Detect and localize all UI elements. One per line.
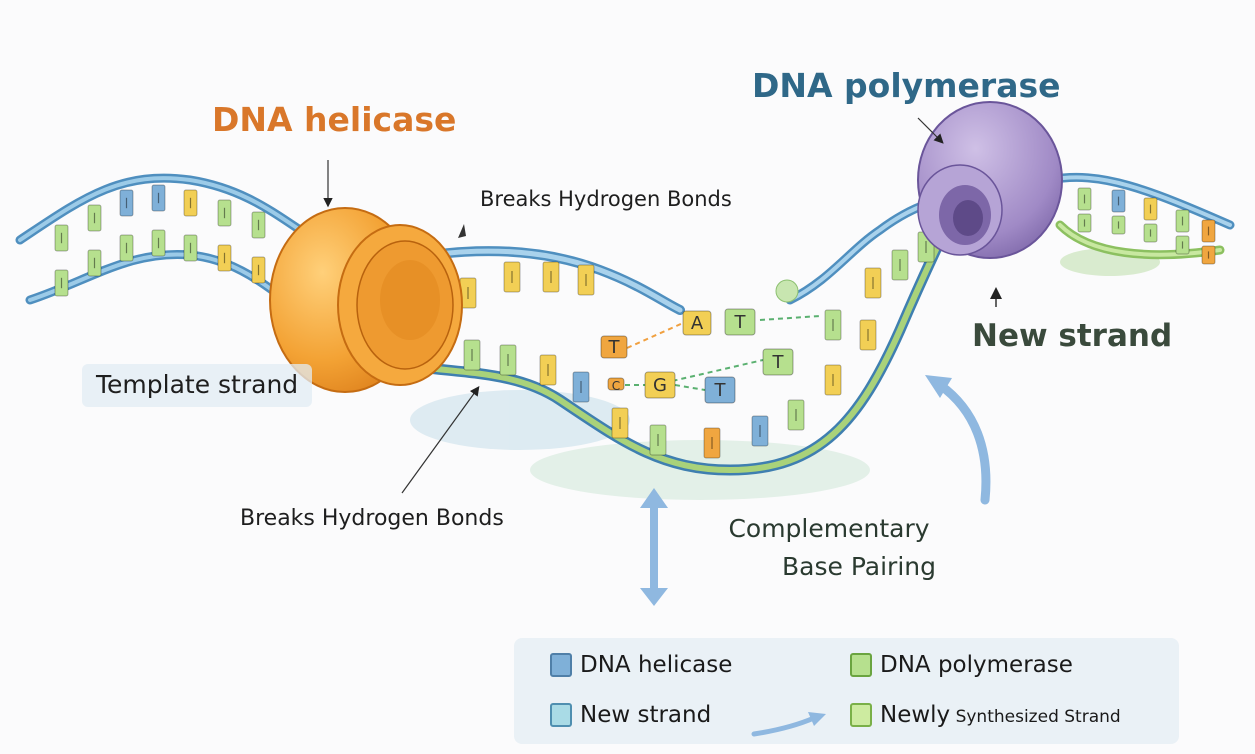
free-nucleotide-box xyxy=(762,348,794,376)
legend-label: Newly Synthesized Strand xyxy=(880,702,1121,728)
base-lower xyxy=(151,229,166,257)
base-lower xyxy=(217,244,232,272)
base-lower xyxy=(649,424,667,456)
legend-item-dna-polymerase: DNA polymerase xyxy=(850,652,1073,678)
base-lower xyxy=(87,249,102,277)
base-lower xyxy=(463,339,481,371)
base-lower xyxy=(787,399,805,431)
legend-item-dna-helicase: DNA helicase xyxy=(550,652,732,678)
breaks-bonds-bottom-pointer xyxy=(401,386,480,494)
nucleotide-letter: T xyxy=(714,380,727,401)
breaks-hydrogen-bonds-label-bottom: Breaks Hydrogen Bonds xyxy=(240,506,504,531)
base-lower xyxy=(864,267,882,299)
base-upper xyxy=(542,261,560,293)
free-nucleotides: T A T T C G T xyxy=(600,308,821,404)
base-upper xyxy=(251,211,266,239)
base-lower xyxy=(751,415,769,447)
new-strand-label: New strand xyxy=(972,318,1173,354)
base-lower xyxy=(703,427,721,459)
free-nucleotide-box xyxy=(644,371,676,399)
legend-label: DNA helicase xyxy=(580,652,733,678)
base-upper xyxy=(119,189,134,217)
hydrogen-bond-line xyxy=(759,315,821,321)
base-lower xyxy=(1077,213,1092,233)
legend: DNA helicase DNA polymerase New strand N… xyxy=(514,638,1179,744)
polymerase-pointer xyxy=(917,117,944,144)
free-nucleotide-box xyxy=(682,310,712,336)
base-upper xyxy=(217,199,232,227)
nucleotide-bubble xyxy=(775,279,799,303)
free-nucleotide-box xyxy=(600,335,628,359)
legend-item-new-strand: New strand xyxy=(550,702,711,728)
free-nucleotide-box xyxy=(607,377,625,391)
base-upper xyxy=(1077,187,1092,211)
base-upper xyxy=(503,261,521,293)
legend-swatch-polymerase xyxy=(850,653,872,677)
base-lower xyxy=(251,256,266,284)
base-lower xyxy=(824,309,842,341)
complementary-base-pairing-label: Complementary Base Pairing xyxy=(722,510,936,586)
base-upper xyxy=(577,264,595,296)
base-upper xyxy=(1143,197,1158,221)
base-upper xyxy=(151,184,166,212)
base-lower xyxy=(572,371,590,403)
base-lower xyxy=(54,269,69,297)
nucleotide-letter: G xyxy=(653,375,667,396)
template-strand-lower xyxy=(344,194,966,476)
complementary-line2: Base Pairing xyxy=(782,552,936,581)
dna-polymerase-title: DNA polymerase xyxy=(752,66,1061,105)
hydrogen-bond-line xyxy=(674,384,706,391)
dna-helicase-title: DNA helicase xyxy=(212,100,457,139)
legend-label-small: Synthesized Strand xyxy=(950,707,1121,727)
nucleotide-letter: T xyxy=(734,312,747,333)
annotation-arrows xyxy=(323,117,1002,606)
hydrogen-bond-line xyxy=(626,322,684,349)
legend-arrow-icon xyxy=(751,712,826,737)
base-lower xyxy=(1201,245,1216,265)
double-headed-arrow xyxy=(640,488,668,606)
legend-label: DNA polymerase xyxy=(880,652,1073,678)
breaks-hydrogen-bonds-label-top: Breaks Hydrogen Bonds xyxy=(480,187,732,211)
nucleotide-letter: T xyxy=(772,352,785,373)
base-lower xyxy=(891,249,909,281)
parent-dna-left xyxy=(15,173,305,315)
nucleotide-letter: T xyxy=(608,337,621,358)
legend-item-newly-synthesized-strand: Newly Synthesized Strand xyxy=(850,702,1121,728)
template-strand-label: Template strand xyxy=(82,364,313,407)
base-lower xyxy=(119,234,134,262)
nucleotide-letter: A xyxy=(691,313,704,334)
base-lower xyxy=(183,234,198,262)
base-lower xyxy=(824,364,842,396)
base-lower xyxy=(1111,215,1126,235)
base-lower xyxy=(1175,235,1190,255)
base-upper xyxy=(1201,219,1216,243)
nucleotide-letter: C xyxy=(612,379,620,393)
breaks-bonds-top-pointer xyxy=(458,224,466,238)
legend-swatch-newly-synthesized xyxy=(850,703,872,727)
dna-polymerase-protein xyxy=(917,101,1063,259)
base-lower xyxy=(611,407,629,439)
base-lower xyxy=(859,319,877,351)
base-upper xyxy=(183,189,198,217)
complementary-line1: Complementary xyxy=(728,514,930,543)
base-upper xyxy=(54,224,69,252)
free-nucleotide-box xyxy=(724,308,756,336)
legend-swatch-helicase xyxy=(550,653,572,677)
base-lower xyxy=(539,354,557,386)
free-nucleotide-box xyxy=(704,376,736,404)
dna-helicase-protein xyxy=(269,207,463,393)
curved-arrow xyxy=(925,375,991,505)
legend-label: New strand xyxy=(580,702,712,728)
base-upper xyxy=(1175,209,1190,233)
base-lower xyxy=(1143,223,1158,243)
base-upper xyxy=(1111,189,1126,213)
legend-swatch-new-strand xyxy=(550,703,572,727)
base-upper xyxy=(87,204,102,232)
daughter-dna-right xyxy=(1045,173,1235,265)
base-lower xyxy=(499,344,517,376)
legend-label-main: Newly xyxy=(880,702,951,728)
